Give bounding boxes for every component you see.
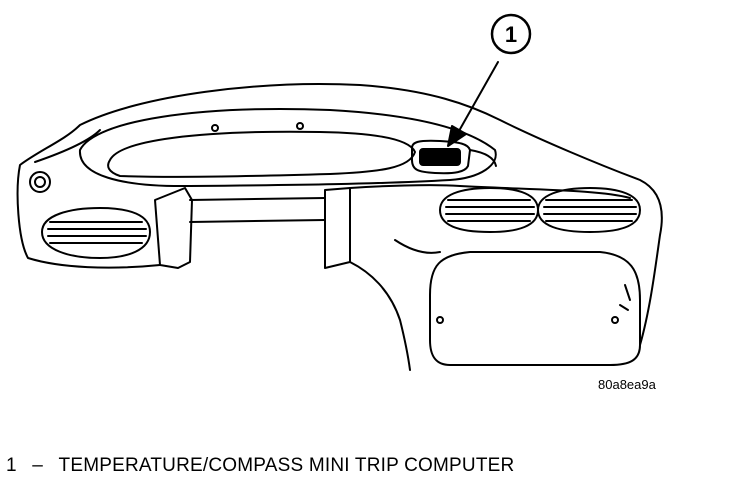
callout-number: 1 (505, 22, 517, 47)
mini-trip-computer-bezel (411, 139, 471, 175)
bin-screw (611, 316, 619, 324)
legend-entry: 1 – TEMPERATURE/COMPASS MINI TRIP COMPUT… (6, 455, 514, 477)
center-vent-right-louvers (543, 199, 637, 222)
callout-arrowhead (447, 125, 467, 147)
legend-text: TEMPERATURE/COMPASS MINI TRIP COMPUTER (58, 455, 515, 476)
cluster-screw (211, 124, 219, 132)
bin-side-line (619, 284, 631, 311)
bin-screw (436, 316, 444, 324)
center-vent-left-louvers (445, 199, 535, 222)
cluster-inner (107, 130, 416, 178)
center-air-vent-left (439, 187, 539, 233)
mini-trip-computer-display (419, 148, 461, 166)
legend-separator: – (32, 455, 44, 476)
callout-circle (490, 13, 532, 55)
callout-leader (454, 61, 499, 139)
mini-trip-computer-recess (469, 149, 497, 167)
upper-pad-edge (34, 129, 101, 163)
figure-code: 80a8ea9a (598, 377, 657, 392)
center-stack-outline (349, 184, 631, 371)
column-cover-right (324, 187, 351, 269)
storage-bin-outline (429, 251, 641, 366)
side-knob-center (34, 176, 46, 188)
left-vent-louvers (47, 221, 147, 244)
left-air-vent (41, 207, 151, 259)
cluster-screw (296, 122, 304, 130)
center-air-vent-right (537, 187, 641, 233)
legend-number: 1 (6, 455, 17, 476)
column-opening (189, 197, 326, 223)
dashboard-outline (16, 83, 663, 346)
cluster-opening (78, 108, 497, 188)
side-knob (29, 171, 51, 193)
column-cover-left (154, 187, 193, 269)
